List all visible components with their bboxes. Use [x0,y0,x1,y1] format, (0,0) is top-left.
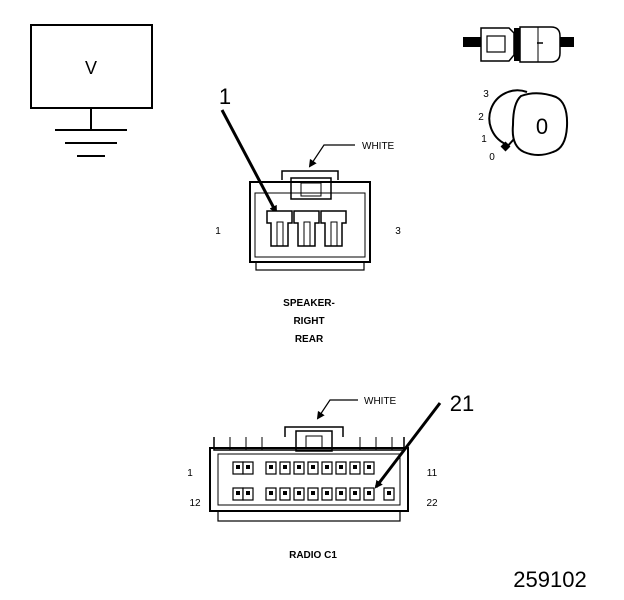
radio-row1-last: 11 [427,468,438,479]
empty-cavity [232,461,244,475]
pin-cavity [279,487,291,501]
dial-position-2: 2 [478,112,484,123]
pin-cavity [349,487,361,501]
speaker-pointer-number: 1 [219,84,231,109]
speaker-color-label: WHITE [362,141,395,152]
speaker-connector: 1 WHITE 1 3 SPEAKER- RIGHT REAR [215,84,401,345]
radio-row2-last: 22 [426,498,438,509]
speaker-name-line-2: RIGHT [293,316,324,327]
pin-cavity [293,487,305,501]
speaker-pointer-arrow [220,109,278,214]
radio-pointer-number: 21 [450,391,474,416]
pin-cavity [307,487,319,501]
radio-pointer-arrow [374,402,442,489]
dial-pointer [500,141,511,152]
voltmeter-symbol: V [30,24,153,157]
radio-pin-grid [232,461,395,501]
pin-cavity [307,461,319,475]
figure-number: 259102 [513,567,586,592]
pin-cavity [321,461,333,475]
pin-cavity [363,461,375,475]
dial-position-3: 3 [483,89,489,100]
empty-cavity [383,487,395,501]
ground-icon [55,129,127,157]
radio-connector-name: RADIO C1 [289,550,337,561]
pin-cavity [335,487,347,501]
pin-cavity [265,487,277,501]
dial-knob [511,92,569,156]
empty-cavity [232,487,244,501]
empty-cavity [242,487,254,501]
speaker-pin-first: 1 [215,226,221,237]
voltmeter-mode-label: V [85,58,97,78]
pin-cavity [321,487,333,501]
pin-cavity [335,461,347,475]
radio-row1-first: 1 [187,468,193,479]
pin-cavity [363,487,375,501]
radio-connector: WHITE 21 1 11 12 22 RADIO C1 [187,391,474,561]
empty-cavity [242,461,254,475]
dial-position-0: 0 [489,152,495,163]
pin-cavity [293,461,305,475]
connector-plug-icon [463,26,574,63]
pin-cavity [279,461,291,475]
selector-dial-icon: 0 3 2 1 0 [478,89,569,163]
pin-cavity [349,461,361,475]
radio-color-label: WHITE [364,396,397,407]
speaker-name-line-3: REAR [295,334,324,345]
knob-value: 0 [536,114,548,139]
pin-cavity [265,461,277,475]
dial-arc [488,89,528,146]
radio-row2-first: 12 [189,498,201,509]
speaker-pin-last: 3 [395,226,401,237]
speaker-name-line-1: SPEAKER- [283,298,335,309]
dial-position-1: 1 [481,134,487,145]
